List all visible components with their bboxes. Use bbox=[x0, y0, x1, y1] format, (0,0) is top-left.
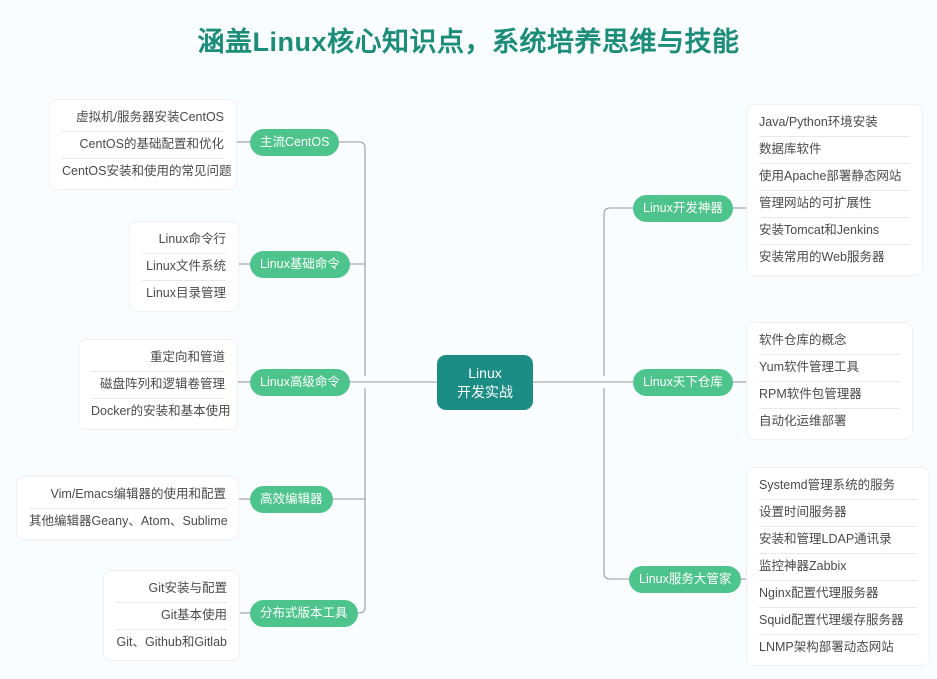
leaf-card-left-1: Linux命令行 Linux文件系统 Linux目录管理 bbox=[130, 222, 238, 311]
branch-pill-right-1[interactable]: Linux天下仓库 bbox=[633, 369, 733, 396]
leaf-item[interactable]: Linux命令行 bbox=[158, 232, 226, 246]
center-node-line2: 开发实战 bbox=[457, 383, 513, 400]
branch-pill-left-3[interactable]: 高效编辑器 bbox=[250, 486, 333, 513]
leaf-item[interactable]: 安装和管理LDAP通讯录 bbox=[747, 526, 929, 553]
center-node-line1: Linux bbox=[468, 364, 502, 381]
branch-pill-left-0[interactable]: 主流CentOS bbox=[250, 129, 340, 156]
leaf-item[interactable]: Linux文件系统 bbox=[130, 253, 238, 280]
leaf-item[interactable]: Git安装与配置 bbox=[148, 581, 227, 595]
leaf-card-left-0: 虚拟机/服务器安装CentOS CentOS的基础配置和优化 CentOS安装和… bbox=[50, 100, 236, 189]
leaf-item[interactable]: 虚拟机/服务器安装CentOS bbox=[76, 110, 224, 124]
leaf-item[interactable]: Systemd管理系统的服务 bbox=[759, 478, 896, 492]
leaf-item[interactable]: LNMP架构部署动态网站 bbox=[747, 634, 929, 661]
leaf-item[interactable]: Nginx配置代理服务器 bbox=[747, 580, 929, 607]
leaf-card-left-2: 重定向和管道 磁盘阵列和逻辑卷管理 Docker的安装和基本使用 bbox=[79, 340, 237, 429]
leaf-item[interactable]: Git基本使用 bbox=[104, 602, 239, 629]
page-title: 涵盖Linux核心知识点，系统培养思维与技能 bbox=[197, 27, 740, 57]
leaf-card-right-2: Systemd管理系统的服务 设置时间服务器 安装和管理LDAP通讯录 监控神器… bbox=[747, 468, 929, 665]
leaf-item[interactable]: 安装常用的Web服务器 bbox=[747, 244, 922, 271]
leaf-item[interactable]: 管理网站的可扩展性 bbox=[747, 190, 922, 217]
leaf-item[interactable]: Vim/Emacs编辑器的使用和配置 bbox=[50, 487, 226, 501]
leaf-item[interactable]: Squid配置代理缓存服务器 bbox=[747, 607, 929, 634]
branch-pill-right-2[interactable]: Linux服务大管家 bbox=[629, 566, 742, 593]
branch-pill-left-4[interactable]: 分布式版本工具 bbox=[250, 600, 358, 627]
leaf-item[interactable]: CentOS安装和使用的常见问题 bbox=[50, 158, 236, 185]
leaf-card-left-3: Vim/Emacs编辑器的使用和配置 其他编辑器Geany、Atom、Subli… bbox=[17, 477, 238, 539]
branch-pill-left-1[interactable]: Linux基础命令 bbox=[250, 251, 350, 278]
branch-pill-left-2[interactable]: Linux高级命令 bbox=[250, 369, 350, 396]
leaf-item[interactable]: 其他编辑器Geany、Atom、Sublime bbox=[17, 508, 238, 535]
leaf-item[interactable]: 软件仓库的概念 bbox=[759, 333, 847, 347]
leaf-item[interactable]: 数据库软件 bbox=[747, 136, 922, 163]
leaf-item[interactable]: 使用Apache部署静态网站 bbox=[747, 163, 922, 190]
branch-pill-right-0[interactable]: Linux开发神器 bbox=[633, 195, 733, 222]
leaf-item[interactable]: 设置时间服务器 bbox=[747, 499, 929, 526]
leaf-item[interactable]: 监控神器Zabbix bbox=[747, 553, 929, 580]
leaf-item[interactable]: 磁盘阵列和逻辑卷管理 bbox=[79, 371, 237, 398]
center-node[interactable]: Linux 开发实战 bbox=[437, 355, 533, 410]
leaf-card-right-1: 软件仓库的概念 Yum软件管理工具 RPM软件包管理器 自动化运维部署 bbox=[747, 323, 912, 439]
leaf-item[interactable]: RPM软件包管理器 bbox=[747, 381, 912, 408]
leaf-item[interactable]: Git、Github和Gitlab bbox=[104, 629, 239, 656]
leaf-item[interactable]: 重定向和管道 bbox=[149, 350, 225, 364]
leaf-item[interactable]: Linux目录管理 bbox=[130, 280, 238, 307]
leaf-item[interactable]: 安装Tomcat和Jenkins bbox=[747, 217, 922, 244]
leaf-item[interactable]: Yum软件管理工具 bbox=[747, 354, 912, 381]
leaf-item[interactable]: Java/Python环境安装 bbox=[759, 115, 878, 129]
leaf-item[interactable]: CentOS的基础配置和优化 bbox=[50, 131, 236, 158]
leaf-card-right-0: Java/Python环境安装 数据库软件 使用Apache部署静态网站 管理网… bbox=[747, 105, 922, 275]
leaf-item[interactable]: Docker的安装和基本使用 bbox=[79, 398, 237, 425]
leaf-card-left-4: Git安装与配置 Git基本使用 Git、Github和Gitlab bbox=[104, 571, 239, 660]
leaf-item[interactable]: 自动化运维部署 bbox=[747, 408, 912, 435]
